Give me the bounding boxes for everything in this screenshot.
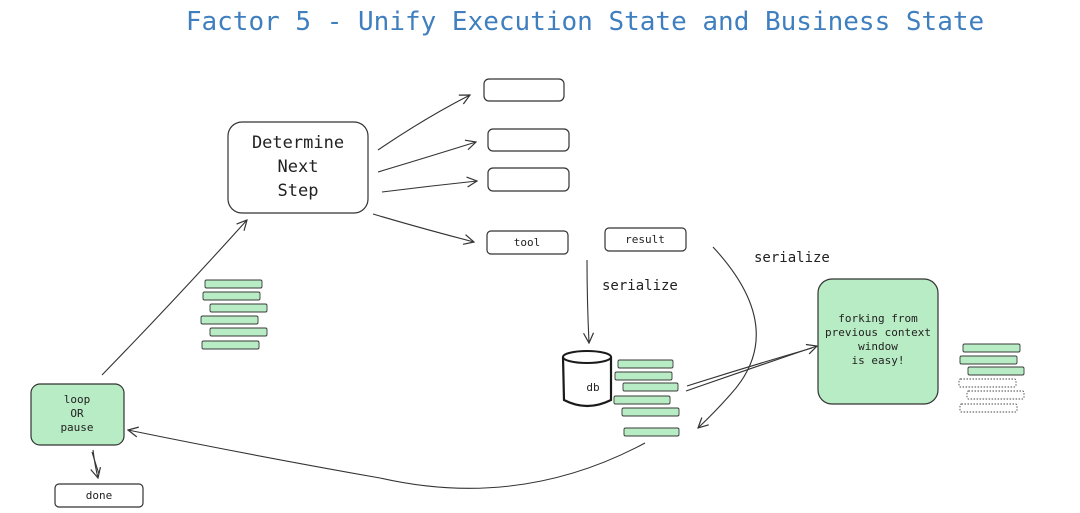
left-context-stack <box>200 279 268 350</box>
determine-label-line-3: Step <box>278 181 319 201</box>
result-label: result <box>625 233 665 246</box>
db-label: db <box>586 381 599 394</box>
done-node: done <box>54 483 144 508</box>
tool-node: tool <box>486 230 569 255</box>
fork-label-line-3: window <box>858 340 898 353</box>
tool-label: tool <box>514 236 541 249</box>
arrow-loop-to-determine <box>101 220 247 376</box>
arrow-tool-to-db <box>587 259 589 343</box>
loop-label-line-3: pause <box>60 421 93 434</box>
loop-label-line-2: OR <box>70 407 84 420</box>
fork-label-line-4: is easy! <box>852 354 905 367</box>
option-box-2 <box>487 128 570 152</box>
arrow-serialize-result-to-stack <box>698 246 757 428</box>
arrow-determine-to-tool <box>372 213 474 242</box>
forking-node: forking from previous context window is … <box>817 278 939 405</box>
arrow-determine-to-option-1 <box>377 95 470 151</box>
arrow-stack-to-fork-sketch <box>686 347 813 387</box>
arrow-determine-to-option-2 <box>377 142 476 173</box>
determine-label-line-2: Next <box>278 157 319 177</box>
done-label: done <box>86 489 113 502</box>
arrow-loop-to-done-sketch <box>91 451 100 475</box>
page-title: Factor 5 - Unify Execution State and Bus… <box>186 7 984 37</box>
loop-label-line-1: loop <box>64 393 91 406</box>
serialize-label-right: serialize <box>754 250 830 266</box>
fork-label-line-1: forking from <box>838 312 918 325</box>
arrow-determine-to-option-3 <box>381 181 477 193</box>
determine-label-line-1: Determine <box>252 133 344 153</box>
arrow-loop-to-done <box>93 449 98 478</box>
result-node: result <box>604 227 687 252</box>
serialize-label-left: serialize <box>602 278 678 294</box>
loop-or-pause-node: loop OR pause <box>30 383 125 446</box>
option-box-1 <box>483 78 565 102</box>
arrow-stack-to-loop <box>128 430 646 489</box>
database-cylinder: db <box>561 350 613 408</box>
determine-next-step-node: Determine Next Step <box>227 121 369 214</box>
fork-label-line-2: previous context <box>825 326 931 339</box>
option-box-3 <box>487 167 570 192</box>
fork-context-stack <box>958 343 1025 413</box>
db-context-stack <box>613 359 680 437</box>
